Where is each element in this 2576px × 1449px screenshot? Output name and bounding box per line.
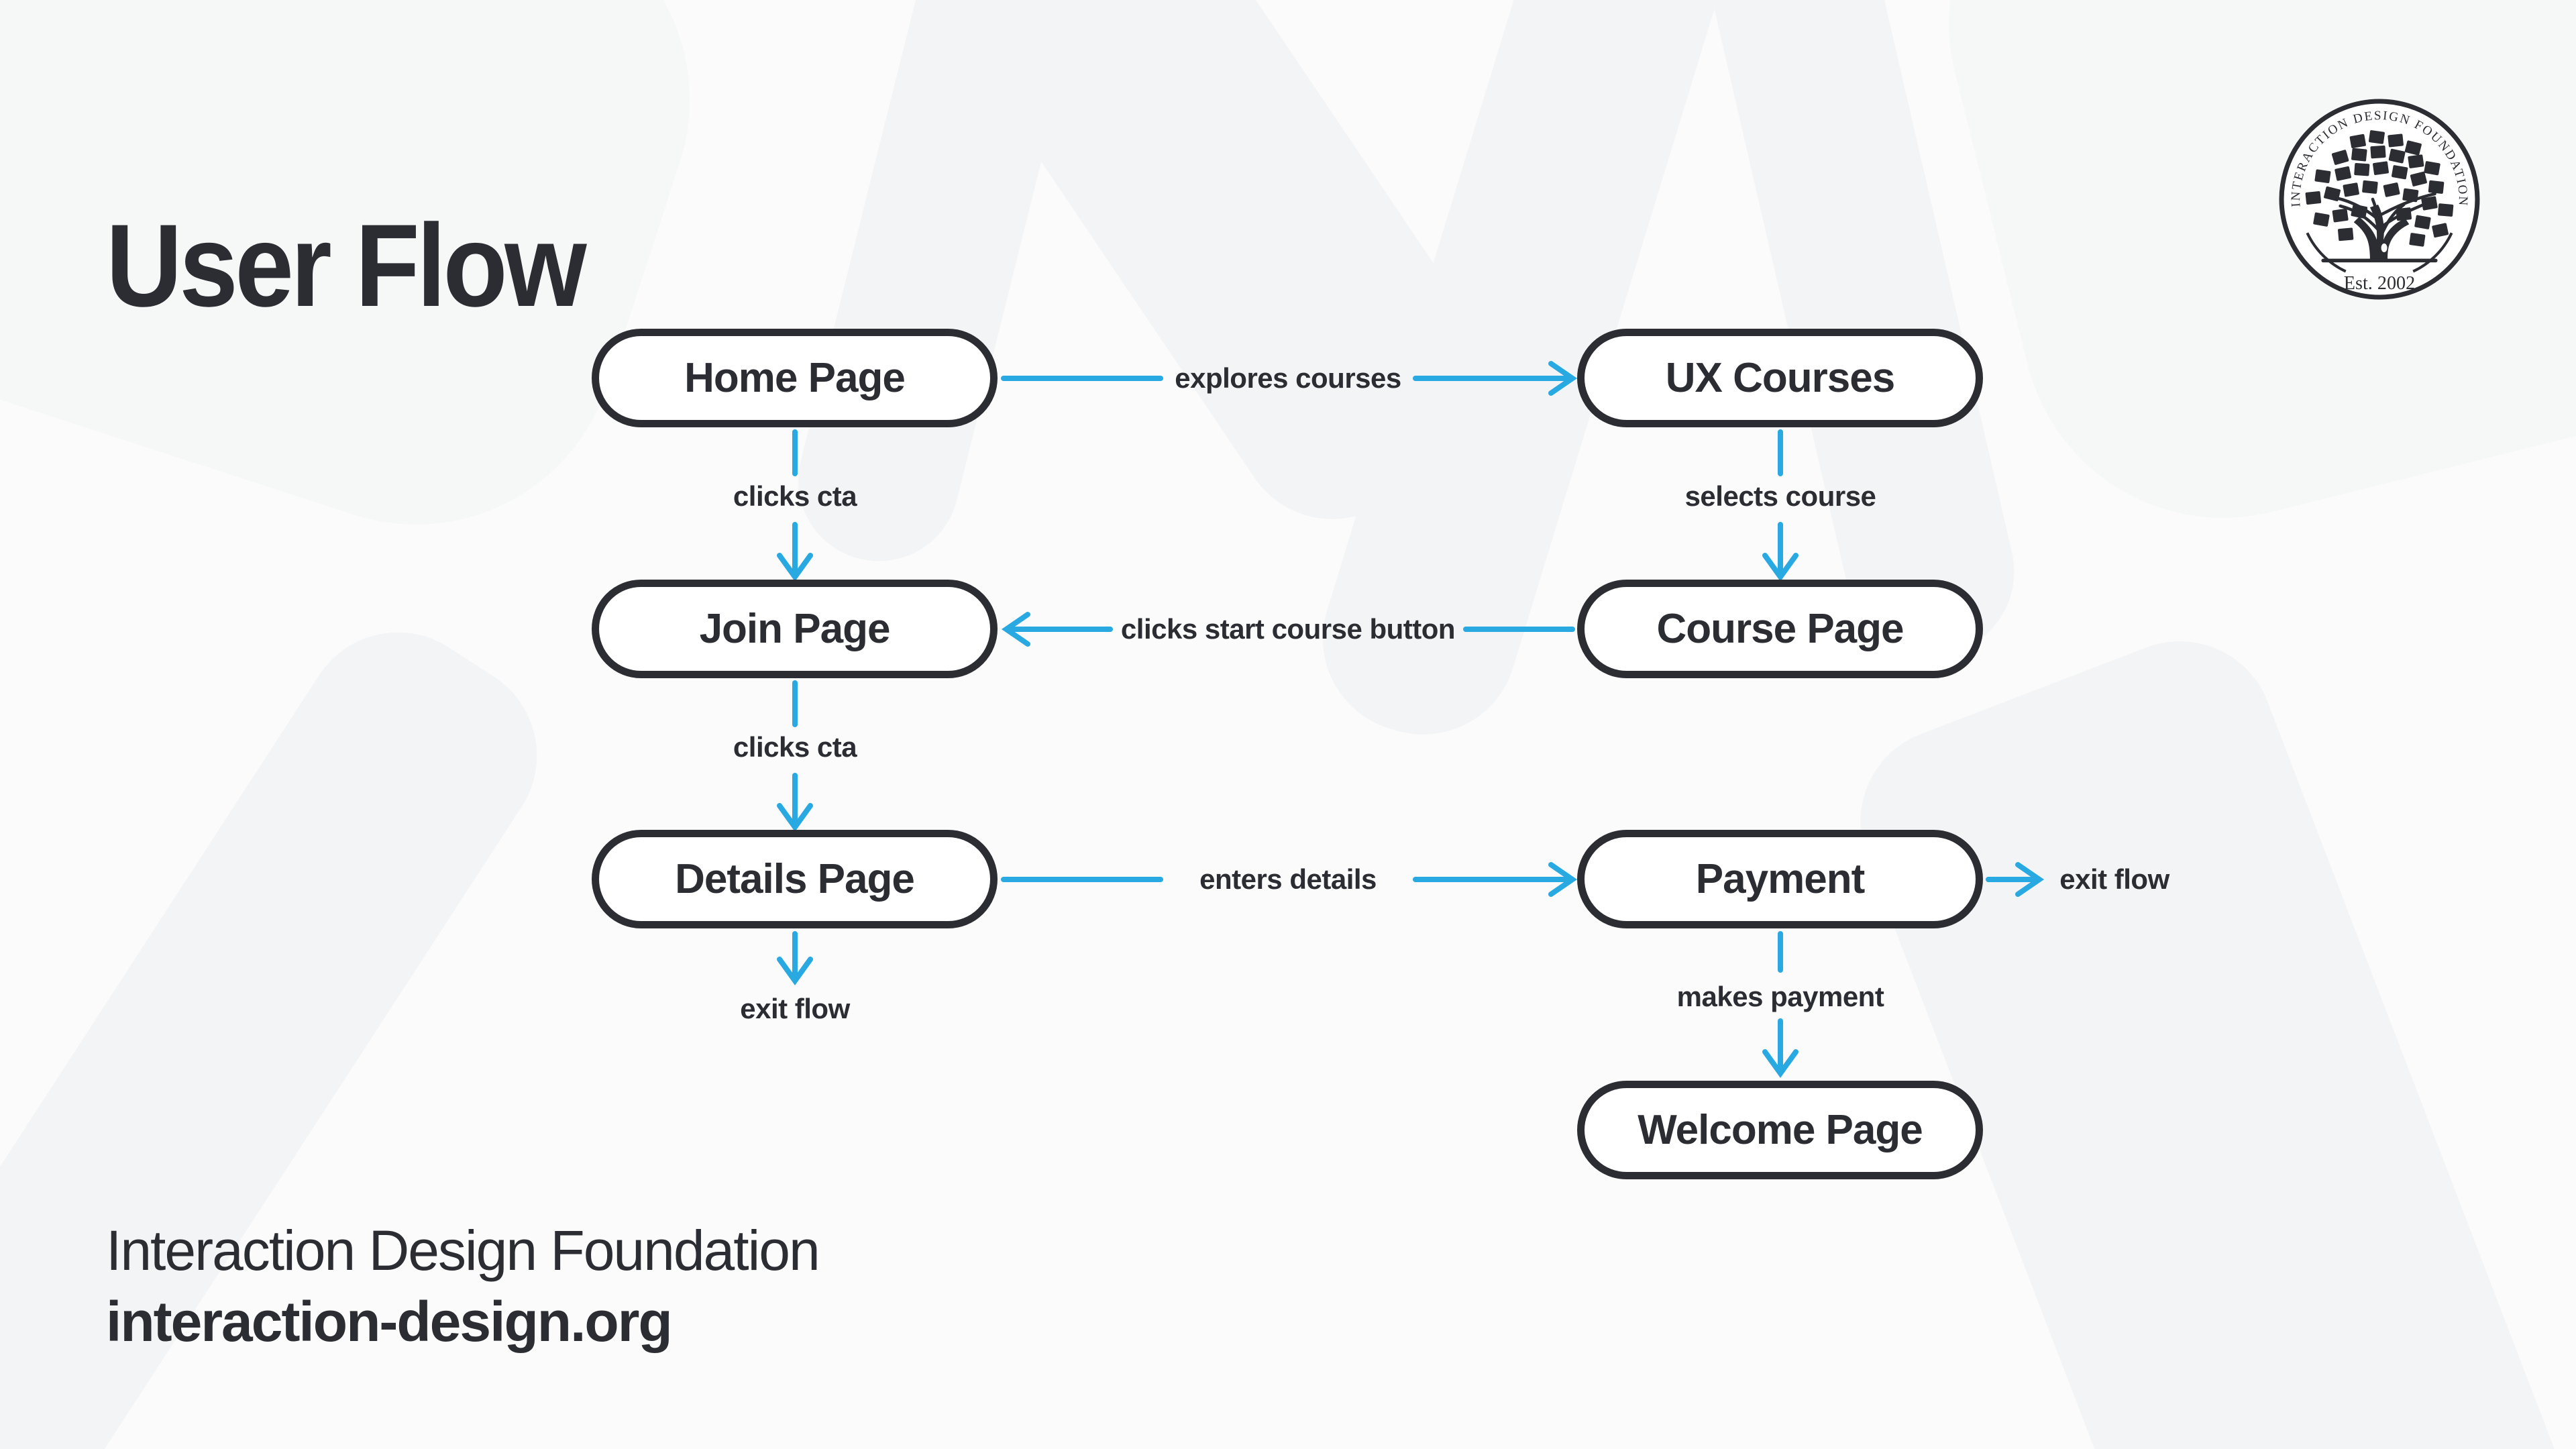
- arrow-course-page-to-join-page: [1001, 612, 1575, 647]
- flow-node-welcome-page: Welcome Page: [1577, 1081, 1983, 1179]
- flow-node-join-page: Join Page: [592, 580, 998, 678]
- idf-logo: INTERACTION DESIGN FOUNDATION: [2279, 99, 2480, 300]
- logo-circle: [2279, 99, 2480, 300]
- arrow-payment-to-exit-flow: [1986, 862, 2045, 897]
- flow-node-payment: Payment: [1577, 830, 1983, 928]
- arrow-details-to-payment: [1001, 862, 1578, 897]
- logo-est-text: Est. 2002: [2344, 273, 2415, 294]
- edge-label-selects-course: selects course: [1684, 480, 1876, 512]
- logo-leaves: [2305, 130, 2454, 247]
- logo-side-arc-left: [2306, 232, 2347, 273]
- edge-label-explores-courses: explores courses: [1175, 362, 1401, 394]
- arrow-join-to-details: [777, 680, 813, 832]
- page-title: User Flow: [106, 201, 587, 332]
- logo-side-arc-right: [2412, 232, 2453, 273]
- arrow-home-to-join: [777, 429, 813, 582]
- edge-label-clicks-start-course-button: clicks start course button: [1120, 613, 1456, 645]
- edge-label-enters-details: enters details: [1199, 863, 1377, 895]
- arrow-home-to-ux-courses: [1001, 361, 1578, 396]
- edge-label-clicks-cta-2: clicks cta: [733, 731, 857, 763]
- footer-website: interaction-design.org: [106, 1289, 673, 1353]
- edge-label-exit-flow-details: exit flow: [740, 993, 850, 1024]
- arrow-payment-to-welcome: [1762, 931, 1799, 1078]
- footer-org-name: Interaction Design Foundation: [106, 1219, 820, 1282]
- edge-label-exit-flow-payment: exit flow: [2059, 863, 2169, 895]
- flow-node-home-page: Home Page: [592, 329, 998, 427]
- footer-branding: Interaction Design Foundation interactio…: [106, 1216, 820, 1358]
- flow-node-course-page: Course Page: [1577, 580, 1983, 678]
- edge-label-clicks-cta-1: clicks cta: [733, 480, 857, 512]
- edge-label-makes-payment: makes payment: [1676, 981, 1884, 1012]
- flow-node-details-page: Details Page: [592, 830, 998, 928]
- logo-tree-icon: [2305, 130, 2454, 263]
- flow-node-ux-courses: UX Courses: [1577, 329, 1983, 427]
- arrow-details-to-exit-flow: [777, 931, 813, 985]
- arrow-ux-courses-to-course-page: [1762, 429, 1799, 582]
